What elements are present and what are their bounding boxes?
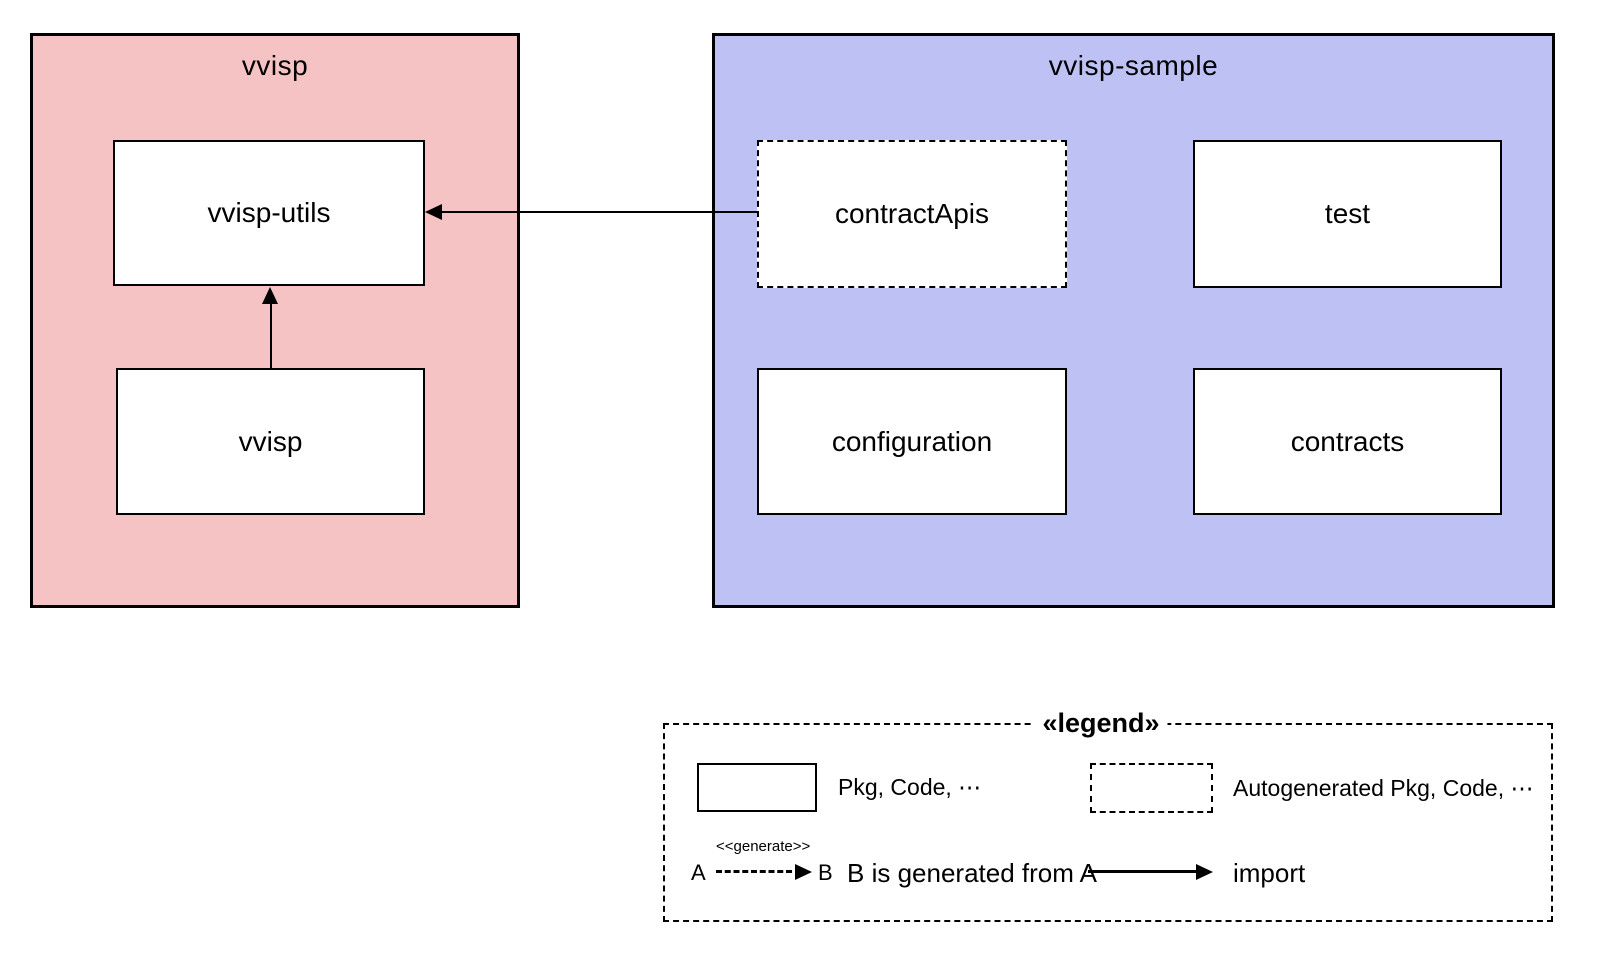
legend-generate-arrow [716, 870, 792, 873]
package-vvisp-title: vvisp [241, 50, 309, 81]
legend-dashed-box-sample [1090, 763, 1213, 813]
legend-generate-from-label: A [691, 860, 706, 885]
legend-solid-box-sample [697, 763, 817, 812]
legend-import-label: import [1233, 857, 1306, 888]
box-test-label: test [1324, 198, 1371, 229]
arrowhead-left-icon [425, 204, 442, 220]
legend-title: «legend» [1034, 708, 1168, 739]
legend-dashed-box-label: Autogenerated Pkg, Code, ⋯ [1233, 774, 1534, 801]
box-contracts-label: contracts [1290, 425, 1405, 457]
box-contractapis: contractApis [757, 140, 1067, 288]
box-test: test [1193, 140, 1502, 288]
box-vvisp: vvisp [116, 368, 425, 515]
legend-import-arrow [1088, 870, 1198, 873]
arrowhead-up-icon [262, 287, 278, 304]
box-vvisp-label: vvisp [238, 425, 303, 457]
legend-generate-to-label: B [818, 860, 833, 885]
box-contractapis-label: contractApis [834, 198, 990, 229]
legend-box [663, 723, 1553, 922]
box-vvisp-utils: vvisp-utils [113, 140, 425, 286]
box-vvisp-utils-label: vvisp-utils [207, 197, 331, 228]
box-contracts: contracts [1193, 368, 1502, 515]
legend-generate-description: B is generated from A [847, 857, 1098, 888]
box-configuration: configuration [757, 368, 1067, 515]
import-arrow-contractapis-to-vvisp-utils [440, 211, 757, 213]
legend-generate-arrowhead-icon [795, 864, 812, 880]
package-vvisp: vvisp [30, 33, 520, 608]
legend-generate-stereotype: <<generate>> [716, 838, 811, 855]
package-vvisp-sample: vvisp-sample [712, 33, 1555, 608]
import-arrow-vvisp-to-vvisp-utils [270, 300, 272, 368]
box-configuration-label: configuration [831, 425, 993, 457]
package-vvisp-sample-title: vvisp-sample [1048, 50, 1219, 81]
legend-solid-box-label: Pkg, Code, ⋯ [838, 774, 982, 800]
legend-import-arrowhead-icon [1196, 864, 1213, 880]
